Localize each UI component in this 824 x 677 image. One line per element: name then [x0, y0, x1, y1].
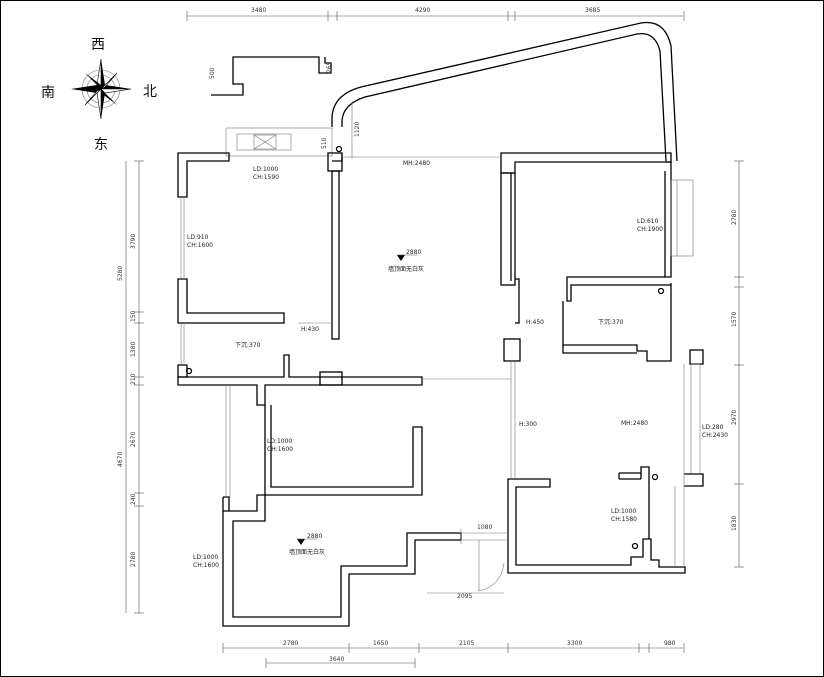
dim-bottom-2: 1650: [373, 640, 388, 647]
dim-right-1: 2780: [731, 210, 738, 225]
dim-left-6: 2670: [130, 432, 137, 447]
top-beam-label: MH:2480: [403, 160, 430, 167]
elevation-top-level: 2880: [406, 249, 421, 256]
dim-bottom-4: 3300: [567, 640, 582, 647]
left-dimension-line: [125, 160, 144, 614]
dim-left-7: 4670: [117, 452, 124, 467]
dim-left-3: 150: [130, 310, 137, 322]
top-dimension-line: [186, 11, 685, 21]
elevation-marker-top-icon: [397, 254, 417, 261]
dim-top-2: 4290: [415, 7, 430, 14]
height-300: H:300: [519, 421, 537, 428]
nw-room-ch: CH:1590: [253, 174, 279, 181]
nw-room-ld: LD:1000: [253, 166, 278, 173]
right-beam-label: MH:2480: [621, 420, 648, 427]
walls: [177, 152, 704, 627]
dim-left-2: 5280: [117, 266, 124, 281]
dim-bottom-5: 980: [664, 640, 676, 647]
mid-room-ch: CH:1600: [267, 446, 293, 453]
sw-room-ld: LD:1000: [193, 554, 218, 561]
compass-south-label: 南: [41, 85, 55, 101]
elevation-marker-bottom-icon: [297, 538, 317, 545]
dim-misc-1080: 1080: [477, 524, 492, 531]
compass-east-label: 东: [94, 137, 108, 153]
dim-right-4: 1830: [731, 516, 738, 531]
ne-room-ld: LD:610: [637, 218, 659, 225]
w-room-ch: CH:1600: [187, 242, 213, 249]
compass-west-label: 西: [91, 37, 105, 53]
dim-left-8: 240: [130, 493, 137, 505]
dim-left-1: 3790: [130, 234, 137, 249]
dim-bottom-3: 2105: [459, 640, 474, 647]
dim-right-3: 2970: [731, 410, 738, 425]
se-room-ld: LD:1000: [611, 508, 636, 515]
elevation-top-note: 墙顶面无白灰: [388, 265, 424, 273]
w-room-ld: LD:910: [187, 234, 209, 241]
right-dimension-line: [734, 160, 744, 568]
elevation-bottom-note: 墙顶面无白灰: [289, 548, 325, 556]
drop-left: 下沉:370: [235, 341, 261, 349]
dim-bottom-total: 3640: [329, 656, 344, 663]
compass-north-label: 北: [143, 84, 157, 100]
dim-left-9: 2780: [130, 552, 137, 567]
height-450: H:450: [526, 319, 544, 326]
dim-misc-510: 510: [321, 137, 328, 149]
dim-top-1: 3480: [251, 7, 266, 14]
bottom-dimension-line: [222, 643, 685, 668]
mid-room-ld: LD:1000: [267, 438, 292, 445]
compass-rose-icon: [71, 58, 132, 120]
dim-bottom-1: 2780: [283, 640, 298, 647]
elevation-bottom-level: 2880: [307, 533, 322, 540]
pipe-markers: [185, 145, 665, 550]
drop-right: 下沉:370: [598, 318, 624, 326]
dim-misc-1120: 1120: [354, 122, 361, 137]
dim-left-5: 210: [130, 373, 137, 385]
height-430: H:430: [301, 326, 319, 333]
dim-misc-2095: 2095: [457, 593, 472, 600]
ne-room-ch: CH:1900: [637, 226, 663, 233]
dim-misc-265: 265: [326, 61, 333, 73]
dim-right-2: 1570: [731, 312, 738, 327]
dim-misc-500: 500: [209, 67, 216, 79]
se-room-ch: CH:1580: [611, 516, 637, 523]
dim-top-3: 3685: [585, 7, 600, 14]
vent-box: [225, 127, 333, 157]
e-window-ld: LD:280: [702, 424, 724, 431]
sw-room-ch: CH:1600: [193, 562, 219, 569]
openings: [180, 156, 516, 594]
balcony-outline: [331, 21, 678, 162]
dim-left-4: 1380: [130, 342, 137, 357]
duct-hook: [211, 56, 332, 96]
e-window-ch: CH:2430: [702, 432, 728, 439]
